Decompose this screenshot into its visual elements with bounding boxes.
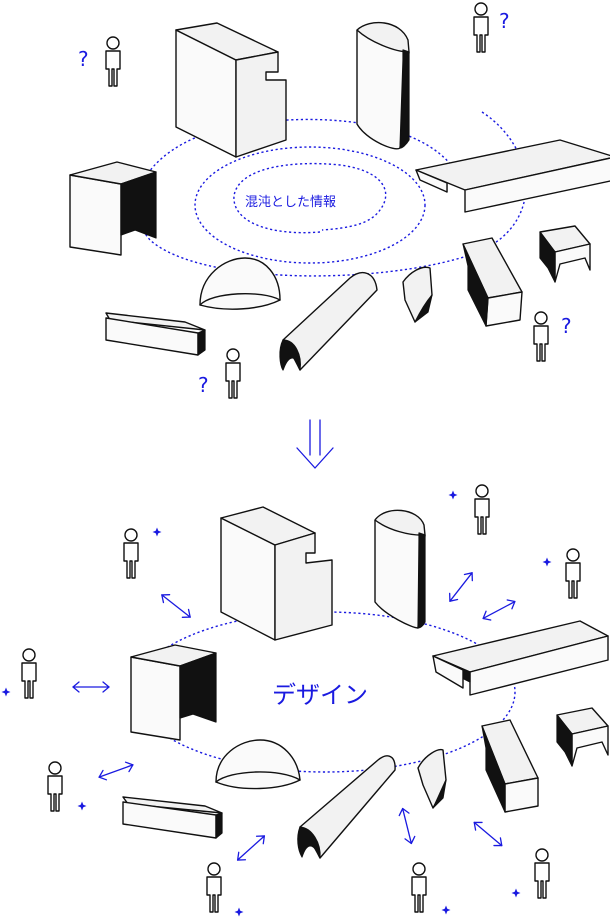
person-icon bbox=[474, 484, 490, 535]
person-icon bbox=[206, 862, 222, 913]
person-icon bbox=[534, 848, 550, 899]
center-label-chaos: 混沌とした情報 bbox=[245, 195, 336, 210]
curl-top bbox=[402, 266, 433, 323]
person-icon bbox=[473, 2, 489, 53]
person-icon bbox=[47, 761, 63, 812]
question-icon: ? bbox=[499, 9, 510, 33]
person-icon bbox=[225, 348, 241, 399]
person-icon bbox=[411, 862, 427, 913]
sparkle-icon bbox=[152, 527, 162, 537]
down-arrow-icon bbox=[296, 419, 334, 469]
tube-bottom bbox=[297, 755, 396, 859]
beam-right bbox=[415, 139, 610, 213]
person-icon bbox=[105, 36, 121, 87]
curl-bottom bbox=[417, 748, 447, 809]
double-arrow-icon bbox=[397, 806, 417, 846]
sparkle-icon bbox=[542, 557, 552, 567]
sparkle-icon bbox=[234, 907, 244, 917]
half-cylinder-top bbox=[356, 21, 410, 150]
sparkle-icon bbox=[448, 490, 458, 500]
dome-bottom bbox=[215, 739, 301, 790]
double-arrow-icon bbox=[158, 590, 194, 622]
double-arrow-icon bbox=[445, 569, 477, 605]
double-arrow-icon bbox=[72, 681, 110, 693]
block-tall bbox=[175, 22, 287, 158]
block-tall-bottom bbox=[220, 506, 333, 641]
person-icon bbox=[533, 311, 549, 362]
question-icon: ? bbox=[561, 314, 572, 338]
person-icon bbox=[21, 648, 37, 699]
plank-bottom bbox=[122, 796, 223, 839]
table-shape-top bbox=[539, 225, 591, 283]
beam-right-bottom bbox=[432, 620, 609, 696]
double-arrow-icon bbox=[96, 759, 136, 783]
bar-right-low-bottom bbox=[481, 719, 539, 813]
person-icon bbox=[565, 548, 581, 599]
sparkle-icon bbox=[511, 888, 521, 898]
half-cylinder-bottom bbox=[374, 509, 426, 629]
double-arrow-icon bbox=[470, 817, 506, 851]
bar-right-low bbox=[462, 237, 523, 327]
person-icon bbox=[123, 528, 139, 579]
top-panel: ? ? ? ? 混沌とした情報 bbox=[69, 2, 610, 399]
tube-top bbox=[279, 271, 378, 371]
sparkle-icon bbox=[77, 801, 87, 811]
question-icon: ? bbox=[198, 373, 209, 397]
bottom-panel: デザイン bbox=[1, 484, 609, 917]
sparkle-icon bbox=[441, 905, 451, 915]
table-shape-bottom bbox=[556, 707, 609, 767]
double-arrow-icon bbox=[233, 831, 269, 865]
dome-top bbox=[199, 257, 281, 310]
box-left bbox=[69, 161, 157, 256]
double-arrow-icon bbox=[480, 596, 518, 624]
center-label-design: デザイン bbox=[272, 681, 368, 709]
plank-top bbox=[105, 312, 206, 356]
sparkle-icon bbox=[1, 687, 11, 697]
box-left-bottom bbox=[130, 644, 217, 741]
question-icon: ? bbox=[78, 47, 89, 71]
chaos-spiral bbox=[135, 111, 527, 277]
